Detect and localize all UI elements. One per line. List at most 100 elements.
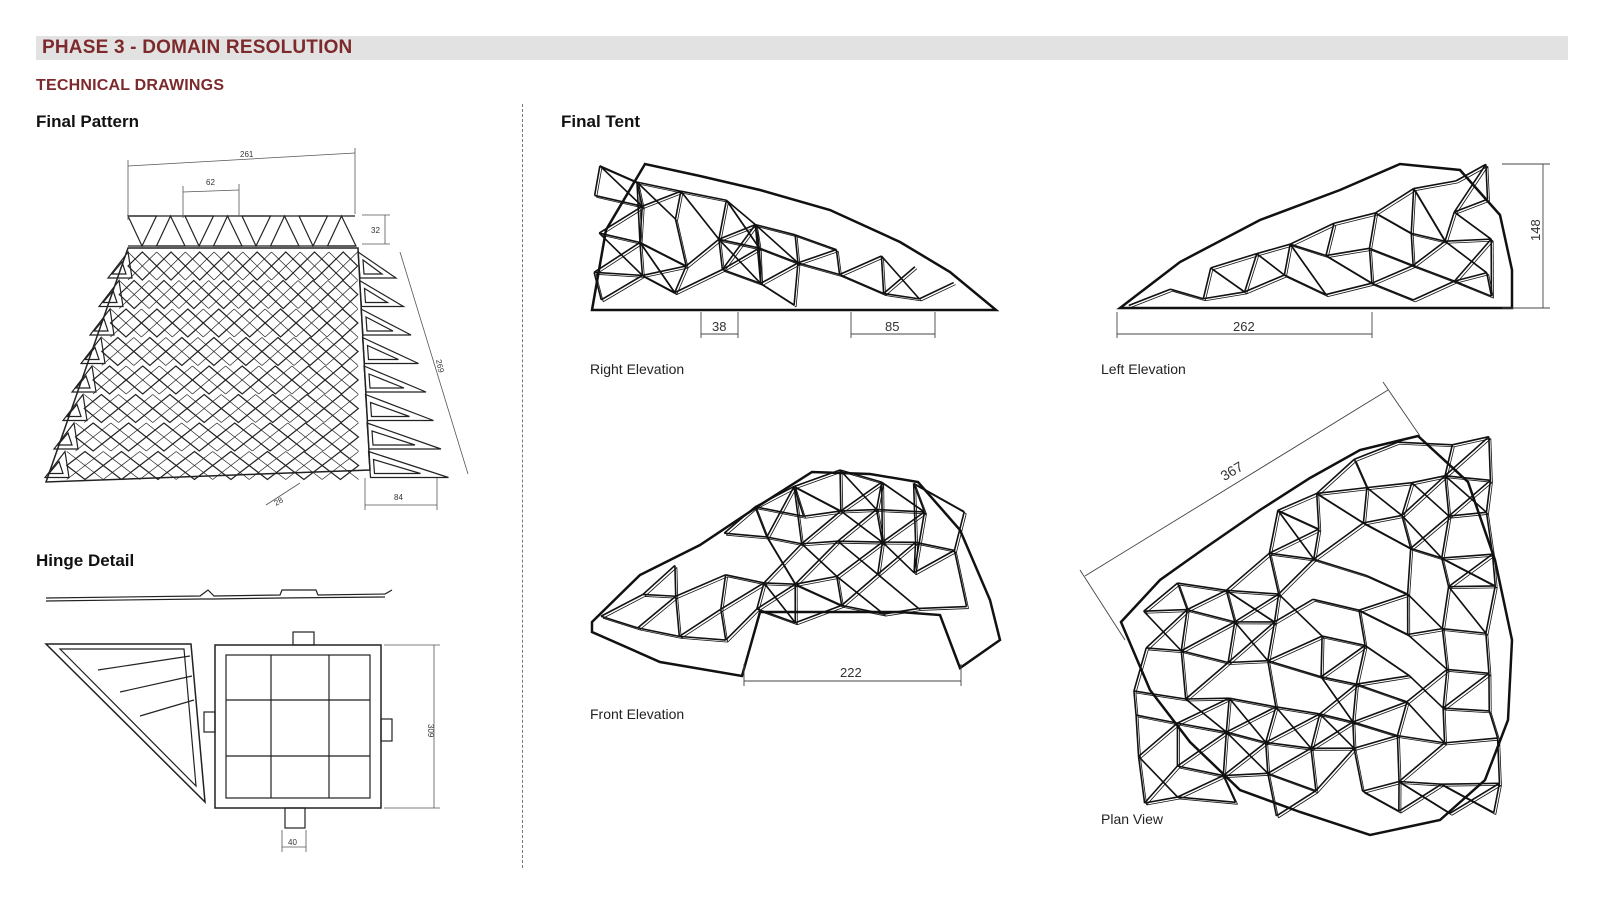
drawing-stroke xyxy=(1371,282,1414,301)
drawing-stroke xyxy=(1318,489,1369,496)
drawing-stroke xyxy=(685,238,720,267)
drawing-stroke xyxy=(1398,742,1446,783)
drawing-stroke xyxy=(1352,684,1358,723)
drawing-panel xyxy=(97,279,124,308)
drawing-stroke xyxy=(1225,698,1231,733)
drawing-stroke xyxy=(837,251,842,277)
drawing-stroke xyxy=(1320,636,1323,677)
drawing-stroke xyxy=(757,226,801,266)
drawing-stroke xyxy=(883,258,887,296)
drawing-panel xyxy=(369,401,410,418)
drawing-stroke xyxy=(119,280,150,309)
drawing-stroke xyxy=(1229,697,1276,708)
drawing-stroke xyxy=(1225,774,1270,778)
drawing-stroke xyxy=(1499,740,1502,786)
drawing-stroke xyxy=(639,241,687,267)
drawing-stroke xyxy=(1400,785,1444,814)
pattern-dim-tri-base: 84 xyxy=(394,493,403,502)
drawing-stroke xyxy=(839,469,882,483)
drawing-stroke xyxy=(1258,255,1287,278)
drawing-panel xyxy=(106,250,133,279)
drawing-stroke xyxy=(1223,772,1268,777)
drawing-stroke xyxy=(1279,511,1321,532)
drawing-stroke xyxy=(1224,734,1229,778)
right-elev-dim-1: 38 xyxy=(712,319,726,334)
left-elevation-label: Left Elevation xyxy=(1101,361,1186,377)
drawing-stroke xyxy=(110,308,142,338)
drawing-panel xyxy=(92,317,109,332)
drawing-stroke xyxy=(1135,714,1140,757)
drawing-panel xyxy=(298,215,329,248)
drawing-stroke xyxy=(322,422,359,452)
drawing-stroke xyxy=(644,277,677,295)
drawing-stroke xyxy=(1413,234,1448,244)
drawing-stroke xyxy=(268,280,299,309)
drawing-stroke xyxy=(1137,716,1180,726)
drawing-stroke xyxy=(1456,213,1494,242)
drawing-stroke xyxy=(1279,495,1319,513)
drawing-stroke xyxy=(920,608,969,611)
drawing-stroke xyxy=(1450,555,1495,589)
drawing-stroke xyxy=(1441,782,1500,786)
drawing-stroke xyxy=(1228,733,1268,745)
drawing-stroke xyxy=(159,365,193,395)
drawing-stroke xyxy=(1318,495,1366,526)
drawing-stroke xyxy=(1411,232,1446,243)
drawing-stroke xyxy=(1399,443,1455,448)
drawing-stroke xyxy=(156,251,186,281)
drawing-stroke xyxy=(725,199,760,249)
drawing-panel xyxy=(211,450,251,481)
drawing-stroke xyxy=(1371,214,1378,251)
drawing-stroke xyxy=(1398,780,1442,786)
drawing-panel xyxy=(254,393,291,424)
drawing-stroke xyxy=(1180,621,1236,652)
drawing-panel xyxy=(118,279,150,310)
drawing-stroke xyxy=(1358,610,1366,646)
drawing-stroke xyxy=(1269,662,1324,680)
drawing-panel xyxy=(101,289,118,304)
drawing-stroke xyxy=(192,365,226,395)
drawing-panel xyxy=(127,251,158,281)
drawing-stroke xyxy=(1228,659,1268,664)
drawing-stroke xyxy=(1400,783,1453,816)
drawing-panel xyxy=(132,336,167,367)
drawing-stroke xyxy=(724,532,767,538)
drawing-panel xyxy=(207,279,240,310)
drawing-stroke xyxy=(1310,748,1317,791)
drawing-panel xyxy=(196,336,231,367)
drawing-stroke xyxy=(1488,514,1495,557)
drawing-stroke xyxy=(1450,587,1498,590)
drawing-stroke xyxy=(1444,475,1450,517)
drawing-stroke xyxy=(797,577,839,587)
drawing-stroke xyxy=(722,268,761,285)
drawing-stroke xyxy=(1269,775,1279,818)
column-divider xyxy=(522,104,523,868)
drawing-stroke xyxy=(1443,517,1452,561)
drawing-stroke xyxy=(1353,748,1364,792)
front-elevation-label: Front Elevation xyxy=(590,706,685,722)
drawing-stroke xyxy=(760,282,795,306)
drawing-stroke xyxy=(883,607,919,615)
drawing-stroke xyxy=(181,422,218,452)
drawing-stroke xyxy=(797,262,840,276)
drawing-stroke xyxy=(674,191,682,220)
drawing-stroke xyxy=(915,485,927,515)
drawing-stroke xyxy=(1314,600,1362,613)
drawing-stroke xyxy=(883,257,922,302)
drawing-stroke xyxy=(674,596,681,637)
drawing-stroke xyxy=(1322,678,1356,725)
left-elev-dim-height: 148 xyxy=(1528,219,1543,241)
drawing-panel xyxy=(357,250,398,279)
pattern-side-right xyxy=(357,250,449,479)
drawing-stroke xyxy=(1269,662,1279,709)
drawing-stroke xyxy=(765,545,804,586)
drawing-stroke xyxy=(1373,267,1416,286)
drawing-stroke xyxy=(636,182,641,243)
drawing-stroke xyxy=(1226,731,1266,744)
drawing-stroke xyxy=(1448,479,1491,517)
drawing-stroke xyxy=(1130,290,1173,308)
drawing-stroke xyxy=(596,273,645,278)
drawing-stroke xyxy=(757,226,798,238)
drawing-panel xyxy=(299,251,330,281)
drawing-stroke xyxy=(66,451,104,480)
